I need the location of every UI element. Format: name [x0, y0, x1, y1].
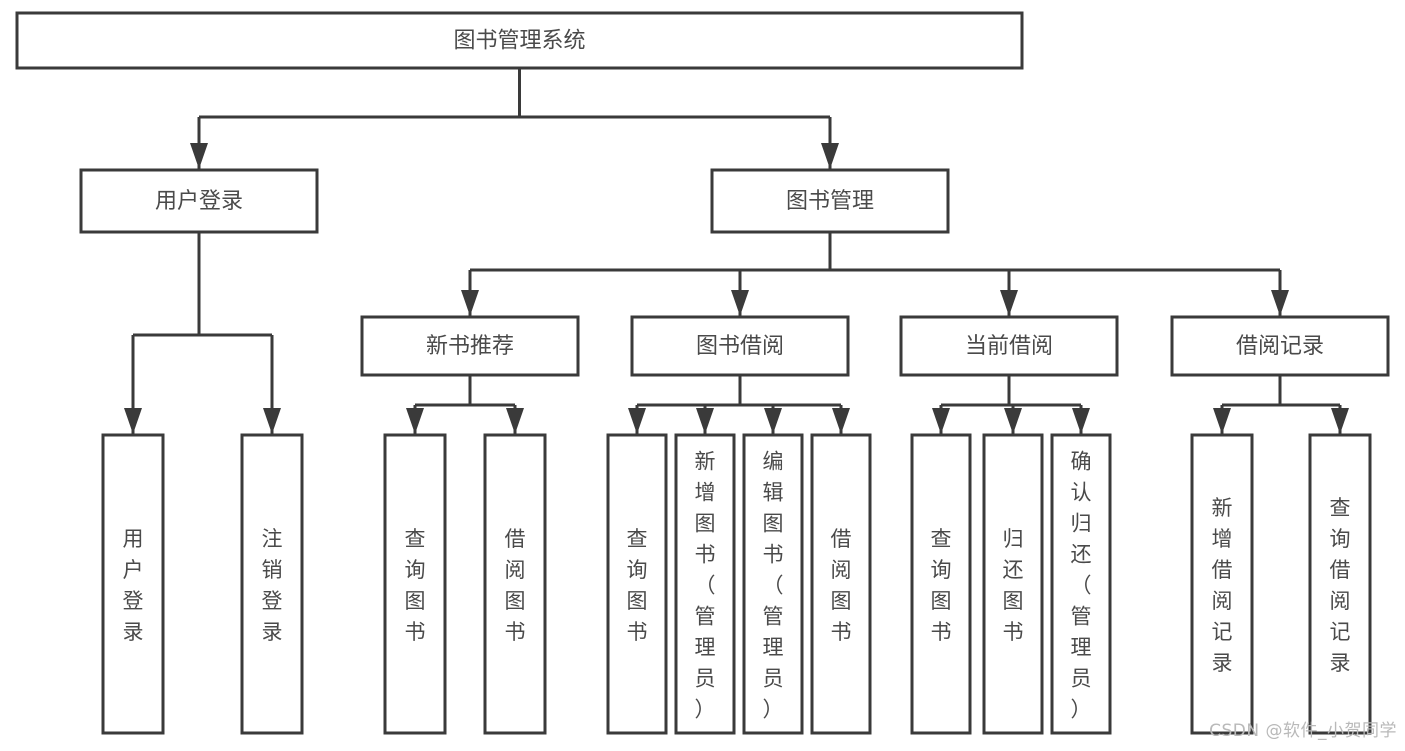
current-borrow-arrowhead-2: [1072, 408, 1090, 434]
node-box-current-borrow: [899, 315, 1119, 377]
node-borrow-record[interactable]: 借阅记录: [1170, 315, 1390, 377]
node-box-leaf-return-book: [982, 433, 1044, 735]
node-leaf-edit-book[interactable]: 编辑图书（管理员）: [742, 433, 804, 735]
node-leaf-borrow-book-recommend[interactable]: 借阅图书: [483, 433, 547, 735]
book-management-arrowhead-2: [1000, 290, 1018, 316]
node-box-root: [15, 11, 1024, 70]
node-box-leaf-user-login: [101, 433, 165, 735]
new-book-recommend-arrowhead-1: [506, 408, 524, 434]
user-login-arrowhead-0: [124, 408, 142, 434]
node-label-new-book-recommend: 新书推荐: [426, 334, 514, 359]
node-box-leaf-query-borrow-record: [1308, 433, 1372, 735]
root-arrowhead-0: [190, 143, 208, 169]
connector-layer: [124, 68, 1349, 434]
node-label-current-borrow: 当前借阅: [965, 334, 1053, 359]
node-leaf-confirm-return[interactable]: 确认归还（管理员）: [1050, 433, 1112, 735]
node-leaf-borrow-book[interactable]: 借阅图书: [810, 433, 872, 735]
node-root[interactable]: 图书管理系统: [15, 11, 1024, 70]
node-label-leaf-return-book: 归还图书: [1003, 527, 1024, 644]
node-box-leaf-logout-login: [240, 433, 304, 735]
node-leaf-query-book-current[interactable]: 查询图书: [910, 433, 972, 735]
node-label-borrow-record: 借阅记录: [1236, 334, 1324, 359]
node-box-leaf-edit-book: [742, 433, 804, 735]
node-box-leaf-query-book-recommend: [383, 433, 447, 735]
node-box-leaf-borrow-book-recommend: [483, 433, 547, 735]
borrow-record-arrowhead-0: [1213, 408, 1231, 434]
new-book-recommend-arrowhead-0: [406, 408, 424, 434]
node-box-book-management: [710, 168, 950, 234]
node-box-leaf-add-book: [674, 433, 736, 735]
node-label-leaf-query-book-borrow: 查询图书: [627, 527, 648, 644]
book-borrow-arrowhead-0: [628, 408, 646, 434]
book-management-arrowhead-0: [461, 290, 479, 316]
book-management-arrowhead-1: [731, 290, 749, 316]
node-leaf-user-login[interactable]: 用户登录: [101, 433, 165, 735]
book-borrow-arrowhead-2: [764, 408, 782, 434]
node-user-login[interactable]: 用户登录: [79, 168, 319, 234]
node-box-new-book-recommend: [360, 315, 580, 377]
node-label-book-management: 图书管理: [786, 189, 874, 214]
current-borrow-arrowhead-0: [932, 408, 950, 434]
node-label-leaf-query-borrow-record: 查询借阅记录: [1330, 496, 1351, 675]
node-label-leaf-query-book-current: 查询图书: [931, 527, 952, 644]
node-leaf-logout-login[interactable]: 注销登录: [240, 433, 304, 735]
node-leaf-add-book[interactable]: 新增图书（管理员）: [674, 433, 736, 735]
node-box-book-borrow: [630, 315, 850, 377]
node-label-leaf-edit-book: 编辑图书（管理员）: [763, 450, 784, 722]
node-label-root: 图书管理系统: [453, 29, 585, 54]
node-layer: 图书管理系统用户登录图书管理新书推荐图书借阅当前借阅借阅记录用户登录注销登录查询…: [15, 11, 1390, 735]
book-borrow-arrowhead-1: [696, 408, 714, 434]
node-new-book-recommend[interactable]: 新书推荐: [360, 315, 580, 377]
book-borrow-arrowhead-3: [832, 408, 850, 434]
node-leaf-query-borrow-record[interactable]: 查询借阅记录: [1308, 433, 1372, 735]
node-label-leaf-logout-login: 注销登录: [262, 527, 283, 644]
current-borrow-arrowhead-1: [1004, 408, 1022, 434]
node-leaf-return-book[interactable]: 归还图书: [982, 433, 1044, 735]
node-label-leaf-user-login: 用户登录: [123, 527, 144, 644]
node-box-user-login: [79, 168, 319, 234]
node-label-leaf-add-book: 新增图书（管理员）: [695, 450, 716, 722]
node-box-leaf-confirm-return: [1050, 433, 1112, 735]
node-current-borrow[interactable]: 当前借阅: [899, 315, 1119, 377]
node-label-leaf-add-borrow-record: 新增借阅记录: [1212, 496, 1233, 675]
node-leaf-query-book-borrow[interactable]: 查询图书: [606, 433, 668, 735]
node-box-leaf-add-borrow-record: [1190, 433, 1254, 735]
node-book-borrow[interactable]: 图书借阅: [630, 315, 850, 377]
book-management-arrowhead-3: [1271, 290, 1289, 316]
node-label-leaf-borrow-book-recommend: 借阅图书: [505, 527, 526, 644]
node-label-book-borrow: 图书借阅: [696, 334, 784, 359]
node-label-user-login: 用户登录: [155, 189, 243, 214]
node-book-management[interactable]: 图书管理: [710, 168, 950, 234]
node-box-leaf-query-book-borrow: [606, 433, 668, 735]
node-box-leaf-borrow-book: [810, 433, 872, 735]
node-label-leaf-confirm-return: 确认归还（管理员）: [1071, 450, 1092, 722]
node-label-leaf-query-book-recommend: 查询图书: [405, 527, 426, 644]
node-leaf-query-book-recommend[interactable]: 查询图书: [383, 433, 447, 735]
node-label-leaf-borrow-book: 借阅图书: [831, 527, 852, 644]
root-arrowhead-1: [821, 143, 839, 169]
node-box-borrow-record: [1170, 315, 1390, 377]
user-login-arrowhead-1: [263, 408, 281, 434]
node-leaf-add-borrow-record[interactable]: 新增借阅记录: [1190, 433, 1254, 735]
node-box-leaf-query-book-current: [910, 433, 972, 735]
borrow-record-arrowhead-1: [1331, 408, 1349, 434]
